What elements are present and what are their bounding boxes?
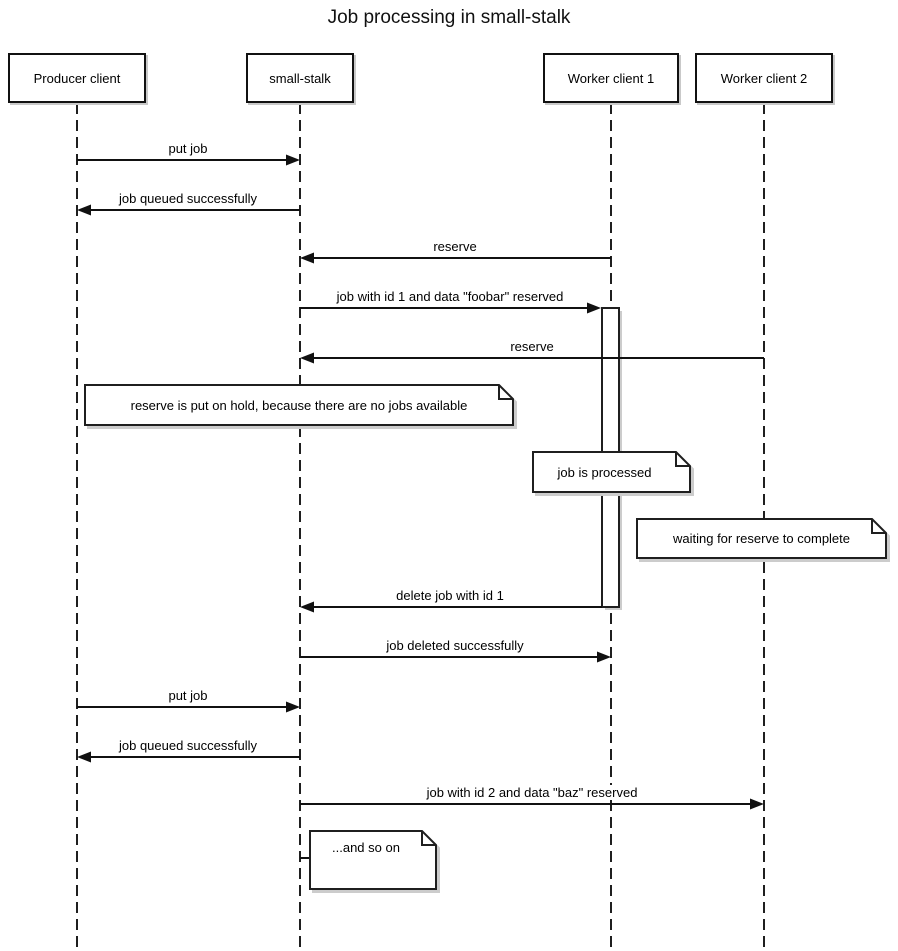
arrowhead-icon bbox=[286, 154, 300, 166]
note-fold-icon bbox=[498, 385, 513, 400]
note-label: job is processed bbox=[557, 464, 652, 480]
arrowhead-icon bbox=[300, 352, 314, 364]
note-label: ...and so on bbox=[332, 840, 400, 855]
participant-box-worker-client-1: Worker client 1 bbox=[543, 53, 679, 103]
message-label: job deleted successfully bbox=[382, 638, 528, 653]
arrowhead-icon bbox=[77, 751, 91, 763]
note-shape-reserve-on-hold bbox=[84, 384, 514, 426]
note-shape-job-processed bbox=[532, 451, 691, 493]
participant-label: Worker client 1 bbox=[567, 70, 655, 86]
arrowhead-icon bbox=[300, 252, 314, 264]
arrowhead-icon bbox=[597, 651, 611, 663]
participant-label: small-stalk bbox=[269, 70, 331, 86]
arrowhead-icon bbox=[300, 601, 314, 613]
message-label: put job bbox=[164, 688, 212, 703]
participant-box-producer-client: Producer client bbox=[8, 53, 146, 103]
participant-label: Producer client bbox=[33, 70, 121, 86]
note-fold-icon bbox=[871, 519, 886, 534]
note-fold-icon bbox=[675, 452, 690, 467]
note-label: waiting for reserve to complete bbox=[672, 531, 851, 546]
message-label: reserve bbox=[429, 239, 481, 254]
participant-box-small-stalk: small-stalk bbox=[246, 53, 354, 103]
arrowhead-icon bbox=[286, 701, 300, 713]
participant-label: Worker client 2 bbox=[720, 70, 808, 86]
note-shape-waiting-reserve bbox=[636, 518, 887, 559]
note-fold-icon bbox=[421, 831, 436, 846]
message-label: put job bbox=[164, 141, 212, 156]
message-label: delete job with id 1 bbox=[392, 588, 508, 603]
arrowhead-icon bbox=[587, 302, 601, 314]
message-label: job queued successfully bbox=[114, 738, 262, 753]
arrowhead-icon bbox=[750, 798, 764, 810]
message-label: job queued successfully bbox=[114, 191, 262, 206]
diagram-title: Job processing in small-stalk bbox=[327, 7, 571, 28]
note-label: reserve is put on hold, because there ar… bbox=[130, 397, 468, 413]
message-label: job with id 1 and data "foobar" reserved bbox=[332, 289, 568, 304]
note-shape-and-so-on bbox=[309, 830, 437, 890]
message-label: job with id 2 and data "baz" reserved bbox=[422, 785, 642, 800]
participant-box-worker-client-2: Worker client 2 bbox=[695, 53, 833, 103]
arrowhead-icon bbox=[77, 204, 91, 216]
message-label: reserve bbox=[506, 339, 558, 354]
